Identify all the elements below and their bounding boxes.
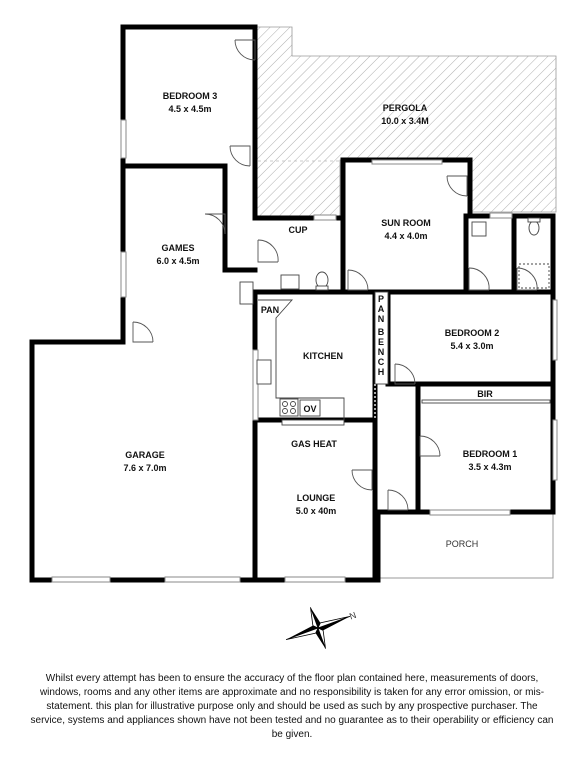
cooktop bbox=[279, 398, 299, 417]
laundry-tub bbox=[280, 274, 300, 290]
bir-name: BIR bbox=[477, 389, 493, 399]
lounge-size: 5.0 x 40m bbox=[296, 506, 337, 516]
games-size: 6.0 x 4.5m bbox=[156, 256, 199, 266]
kitchen-name: KITCHEN bbox=[303, 351, 343, 361]
bedroom1-name: BEDROOM 1 bbox=[463, 449, 518, 459]
panbench-letter: N bbox=[378, 314, 385, 324]
bedroom1-size: 3.5 x 4.3m bbox=[468, 462, 511, 472]
panbench-letter: P bbox=[378, 294, 384, 304]
doors bbox=[132, 39, 538, 511]
lounge-name: LOUNGE bbox=[297, 493, 336, 503]
oven-outline bbox=[299, 399, 321, 417]
panbench-letter: B bbox=[378, 327, 385, 337]
bedroom3-size: 4.5 x 4.5m bbox=[168, 104, 211, 114]
garage-name: GARAGE bbox=[125, 450, 165, 460]
panbench-letter: H bbox=[378, 367, 385, 377]
bedroom2-name: BEDROOM 2 bbox=[445, 328, 500, 338]
bathroom-toilet bbox=[528, 220, 540, 236]
games-fixture bbox=[239, 281, 254, 305]
panbench-letter: A bbox=[378, 304, 385, 314]
pan-bench bbox=[374, 291, 389, 385]
porch-name: PORCH bbox=[446, 539, 479, 549]
gas-heater bbox=[281, 419, 345, 426]
disclaimer-text: Whilst every attempt has been to ensure … bbox=[30, 673, 554, 740]
games-name: GAMES bbox=[161, 243, 194, 253]
floor-plan: BEDROOM 3 4.5 x 4.5m PERGOLA 10.0 x 3.4M… bbox=[29, 24, 558, 649]
shower bbox=[518, 263, 550, 289]
ov-name: OV bbox=[303, 404, 316, 414]
garage-size: 7.6 x 7.0m bbox=[123, 463, 166, 473]
panbench-letter: N bbox=[378, 347, 385, 357]
bathroom-vanity bbox=[471, 221, 487, 237]
room-labels: BEDROOM 3 4.5 x 4.5m PERGOLA 10.0 x 3.4M… bbox=[123, 91, 517, 549]
gasheat-name: GAS HEAT bbox=[291, 439, 337, 449]
pan-name: PAN bbox=[261, 305, 279, 315]
pergola-size: 10.0 x 3.4M bbox=[381, 116, 429, 126]
sunroom-name: SUN ROOM bbox=[381, 218, 431, 228]
bir-shelf bbox=[421, 399, 551, 404]
compass-north-label: N bbox=[348, 610, 358, 622]
bedroom3-name: BEDROOM 3 bbox=[163, 91, 218, 101]
sunroom-size: 4.4 x 4.0m bbox=[384, 231, 427, 241]
kitchen-sink bbox=[256, 359, 272, 385]
panbench-letter: E bbox=[378, 337, 384, 347]
windows bbox=[51, 119, 558, 583]
compass-icon bbox=[285, 607, 351, 649]
bedroom2-size: 5.4 x 3.0m bbox=[450, 341, 493, 351]
cup-name: CUP bbox=[288, 225, 307, 235]
kitchen-bench bbox=[258, 299, 345, 420]
panbench-letter: C bbox=[378, 357, 385, 367]
fixtures bbox=[239, 217, 551, 426]
pergola-name: PERGOLA bbox=[383, 103, 428, 113]
